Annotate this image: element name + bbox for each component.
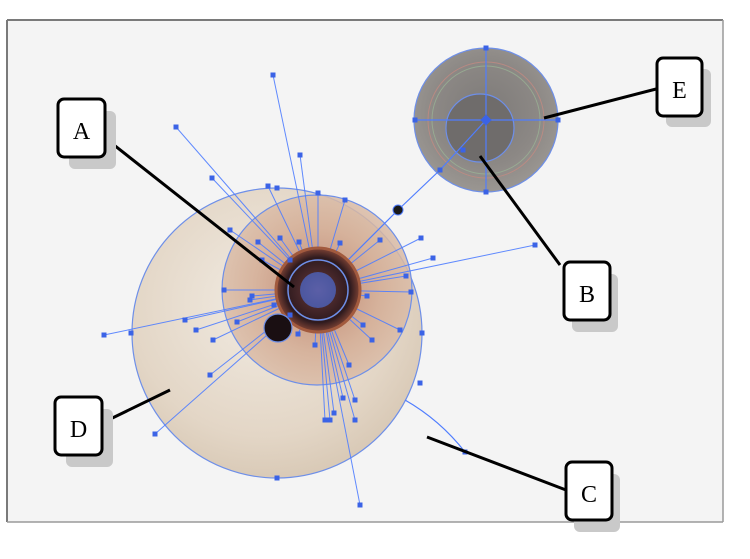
anchor-square [210, 176, 215, 181]
anchor-square [398, 328, 403, 333]
anchor-square [316, 191, 321, 196]
callout-e: E [657, 58, 711, 127]
anchor-square [313, 343, 318, 348]
anchor-square [341, 396, 346, 401]
anchor-square [431, 256, 436, 261]
anchor-square [174, 125, 179, 130]
anchor-square [361, 323, 366, 328]
anchor-square [438, 168, 443, 173]
callout-label-d: D [70, 417, 87, 443]
anchor-square [275, 186, 280, 191]
callout-label-c: C [581, 482, 597, 508]
anchor-square [378, 238, 383, 243]
anchor-square [296, 332, 301, 337]
anchor-square [183, 318, 188, 323]
anchor-square [420, 331, 425, 336]
anchor-square [228, 228, 233, 233]
anchor-square [484, 46, 489, 51]
callout-label-e: E [672, 78, 687, 104]
anchor-square [153, 432, 158, 437]
callout-label-a: A [73, 119, 91, 145]
anchor-square [328, 418, 333, 423]
anchor-square [271, 73, 276, 78]
anchor-square [275, 476, 280, 481]
anchor-square [365, 294, 370, 299]
callout-c: C [566, 462, 620, 532]
anchor-square [208, 373, 213, 378]
anchor-square [288, 258, 293, 263]
anchor-square [194, 328, 199, 333]
anchor-square [358, 503, 363, 508]
anchor-square [211, 338, 216, 343]
anchor-square [338, 241, 343, 246]
dark-satellite [264, 314, 292, 342]
anchor-square [370, 338, 375, 343]
anchor-square [347, 363, 352, 368]
anchor-square [418, 381, 423, 386]
callout-label-b: B [579, 282, 595, 308]
anchor-square [298, 153, 303, 158]
anchor-square [461, 148, 466, 153]
anchor-square [419, 236, 424, 241]
anchor-square [288, 313, 293, 318]
anchor-square [278, 236, 283, 241]
anchor-square [256, 240, 261, 245]
anchor-square [332, 411, 337, 416]
anchor-square [323, 418, 328, 423]
anchor-square [222, 288, 227, 293]
anchor-square [484, 190, 489, 195]
anchor-square [235, 320, 240, 325]
anchor-square [272, 303, 277, 308]
anchor-square [353, 398, 358, 403]
anchor-square [297, 240, 302, 245]
anchor-square [404, 274, 409, 279]
connector-node [393, 205, 403, 215]
anchor-square [409, 290, 414, 295]
anchor-square [413, 118, 418, 123]
anchor-square [102, 333, 107, 338]
anchor-square [248, 298, 253, 303]
anchor-square [343, 198, 348, 203]
anchor-square [129, 331, 134, 336]
anchor-square [266, 184, 271, 189]
anchor-square [556, 118, 561, 123]
callout-b: B [564, 262, 618, 332]
anchor-square [353, 418, 358, 423]
anchor-square [533, 243, 538, 248]
